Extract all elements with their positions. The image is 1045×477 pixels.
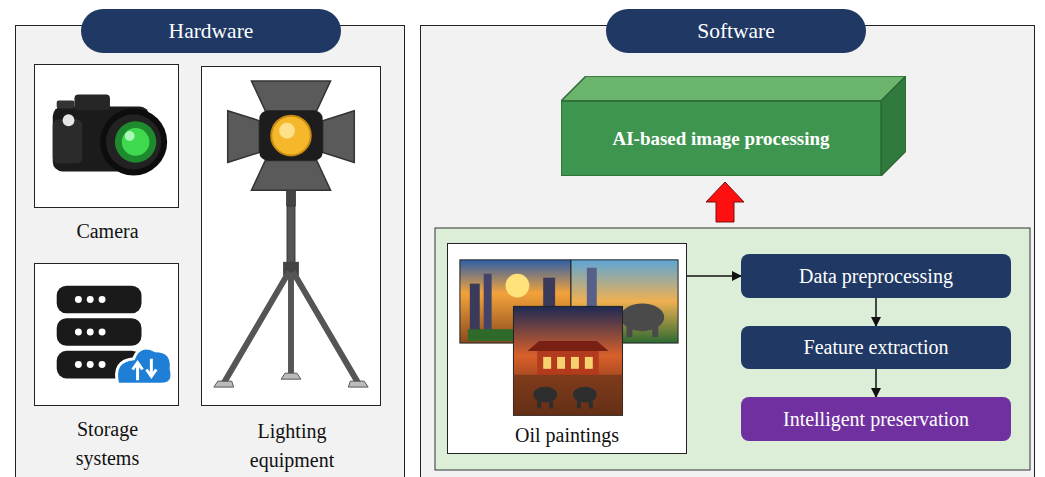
flow-arrow bbox=[875, 298, 877, 326]
software-panel-ground bbox=[420, 25, 1035, 477]
box-label: Intelligent preservation bbox=[783, 408, 969, 431]
hardware-panel-ground bbox=[15, 25, 405, 477]
box-label: Feature extraction bbox=[804, 336, 949, 359]
flow-arrow bbox=[687, 275, 741, 277]
illustration bbox=[448, 244, 686, 453]
box-label: AI-based image processing bbox=[612, 128, 829, 150]
illustration bbox=[202, 67, 380, 405]
box-label: Data preprocessing bbox=[799, 265, 953, 288]
illustration bbox=[35, 65, 178, 207]
process-box: Intelligent preservation bbox=[741, 397, 1011, 441]
box-label: Lighting equipment bbox=[237, 417, 347, 475]
illustration bbox=[35, 264, 178, 405]
lighting-box: Lighting equipment bbox=[201, 66, 381, 406]
process-box: Feature extraction bbox=[741, 326, 1011, 369]
pipeline-region bbox=[435, 228, 1030, 470]
storage-box: Storage systems bbox=[34, 263, 179, 406]
panel-heading: Software bbox=[606, 9, 866, 53]
box-label: Camera bbox=[35, 217, 180, 246]
camera-box: Camera bbox=[34, 64, 179, 208]
box-face: AI-based image processing bbox=[561, 101, 881, 176]
panel-heading: Hardware bbox=[81, 9, 341, 53]
ai-processing-box: AI-based image processing bbox=[561, 76, 906, 176]
paintings-box: Oil paintings bbox=[447, 243, 687, 454]
flow-arrow bbox=[875, 369, 877, 397]
hardware-panel: Hardware Camera Storage systems Lighting… bbox=[15, 25, 405, 477]
process-box: Data preprocessing bbox=[741, 254, 1011, 298]
software-panel: Software AI-based image processing Oil p… bbox=[420, 25, 1035, 477]
box-label: Oil paintings bbox=[448, 424, 686, 447]
illustration bbox=[561, 76, 906, 176]
block-arrow-up bbox=[706, 182, 744, 222]
box-label: Storage systems bbox=[53, 415, 163, 473]
